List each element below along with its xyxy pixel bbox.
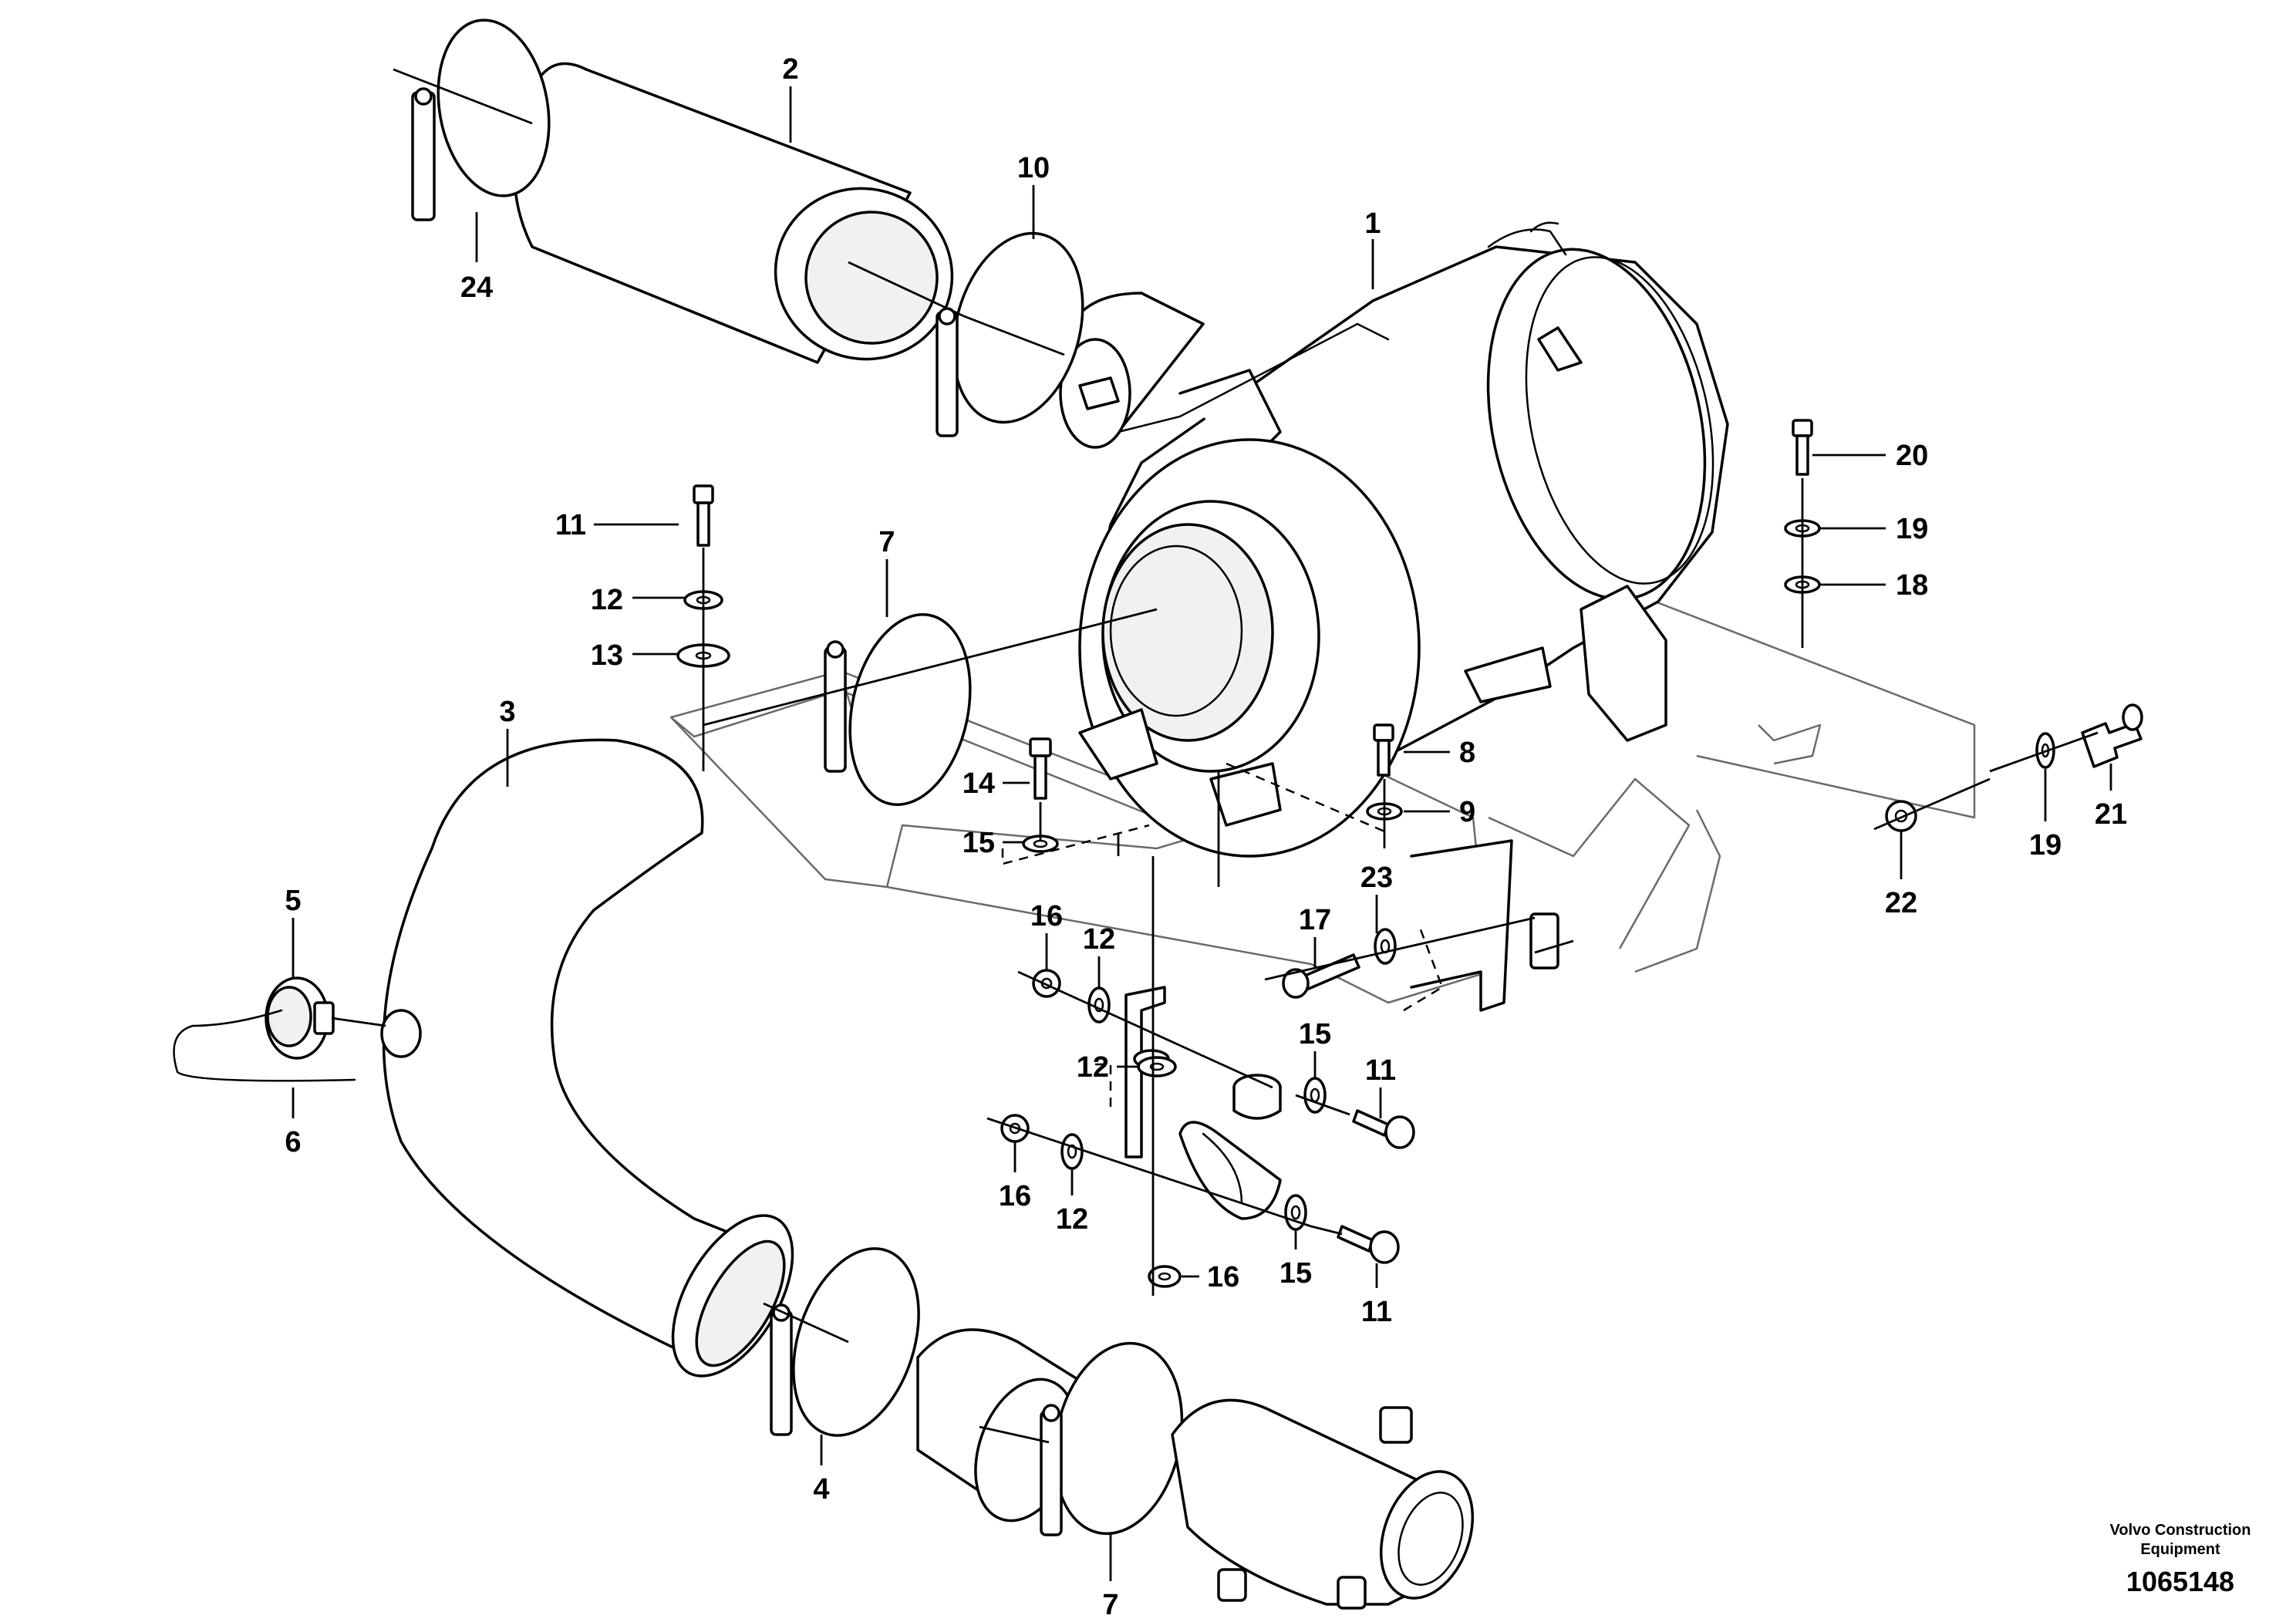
callout-16-lower: 16 xyxy=(999,1180,1031,1212)
callout-labels: 2 1 10 24 11 12 13 7 3 14 15 8 9 20 19 1… xyxy=(285,53,2127,1621)
callout-5: 5 xyxy=(285,885,301,917)
bolt-11-lower xyxy=(1337,1225,1400,1264)
nut-22 xyxy=(1885,800,1917,832)
callout-12-lower: 12 xyxy=(1056,1203,1088,1236)
assembly-lines xyxy=(331,68,2099,1444)
callout-15-top: 15 xyxy=(963,827,995,859)
callout-7-lower: 7 xyxy=(1102,1589,1118,1621)
callout-24: 24 xyxy=(460,271,493,304)
washer-12-lower xyxy=(1060,1133,1084,1170)
callout-9: 9 xyxy=(1459,796,1475,828)
callout-4: 4 xyxy=(813,1473,829,1506)
hose-clamp-4 xyxy=(770,1247,920,1437)
callout-16-bottom: 16 xyxy=(1207,1261,1239,1293)
hose-clamp-7-lower xyxy=(1040,1341,1184,1536)
bolt-11-middle xyxy=(1352,1109,1415,1149)
bolt-21 xyxy=(2081,703,2143,768)
manufacturer-credit-line1: Volvo Construction xyxy=(2110,1522,2251,1539)
t-connector xyxy=(1171,1398,1475,1610)
nut-16-bottom xyxy=(1148,1265,1182,1288)
callout-17: 17 xyxy=(1299,904,1331,936)
washer-15-middle xyxy=(1303,1077,1327,1114)
callout-leaders xyxy=(292,86,2112,1581)
bolt-20 xyxy=(1792,419,1813,476)
callout-10: 10 xyxy=(1017,152,1050,184)
nut-16-upper xyxy=(1032,969,1061,998)
pressure-sensor xyxy=(265,976,335,1060)
sensor-cable xyxy=(173,1009,356,1082)
callout-22: 22 xyxy=(1885,887,1917,919)
callout-3: 3 xyxy=(499,696,515,728)
p-clamp xyxy=(1178,1121,1282,1220)
bolt-14 xyxy=(1029,737,1052,800)
rubber-grommet xyxy=(1232,1074,1282,1120)
callout-23: 23 xyxy=(1360,862,1393,894)
callout-12-upper: 12 xyxy=(1083,923,1115,956)
callout-11-top: 11 xyxy=(555,509,586,541)
intake-pipe xyxy=(513,62,954,364)
callout-7-upper: 7 xyxy=(878,526,895,558)
callout-1: 1 xyxy=(1364,207,1381,240)
callout-2: 2 xyxy=(782,53,798,86)
bolt-8 xyxy=(1373,723,1394,777)
washer-23 xyxy=(1374,928,1397,965)
elbow-hose xyxy=(380,738,794,1378)
air-filter-housing xyxy=(1059,221,1729,858)
washer-12-center xyxy=(1137,1056,1177,1077)
callout-12-top: 12 xyxy=(591,584,623,616)
callout-21: 21 xyxy=(2095,798,2127,831)
callout-13: 13 xyxy=(591,639,623,672)
document-number: 1065148 xyxy=(2126,1566,2234,1597)
bolt-11-top xyxy=(693,484,714,547)
callout-18: 18 xyxy=(1896,569,1928,602)
callout-11-lower: 11 xyxy=(1361,1296,1392,1328)
callout-6: 6 xyxy=(285,1126,301,1158)
hose-clamp-7-upper xyxy=(824,612,972,807)
callout-19-top: 19 xyxy=(1896,513,1928,545)
callout-19-right: 19 xyxy=(2029,829,2062,862)
callout-14: 14 xyxy=(963,767,995,800)
manufacturer-credit-line2: Equipment xyxy=(2140,1541,2220,1558)
callout-15-middle: 15 xyxy=(1299,1018,1331,1050)
callout-12-center: 12 xyxy=(1077,1051,1109,1084)
dashed-alignment-lines xyxy=(1001,762,1444,1111)
callout-8: 8 xyxy=(1459,737,1475,769)
hose-clamp-10 xyxy=(936,231,1084,437)
callout-20: 20 xyxy=(1896,440,1928,472)
footer: Volvo Construction Equipment 1065148 xyxy=(2110,1522,2251,1597)
callout-11-middle: 11 xyxy=(1365,1054,1396,1087)
callout-15-lower: 15 xyxy=(1279,1257,1312,1290)
side-bracket xyxy=(1410,839,1559,1012)
callout-16-upper: 16 xyxy=(1030,900,1063,932)
